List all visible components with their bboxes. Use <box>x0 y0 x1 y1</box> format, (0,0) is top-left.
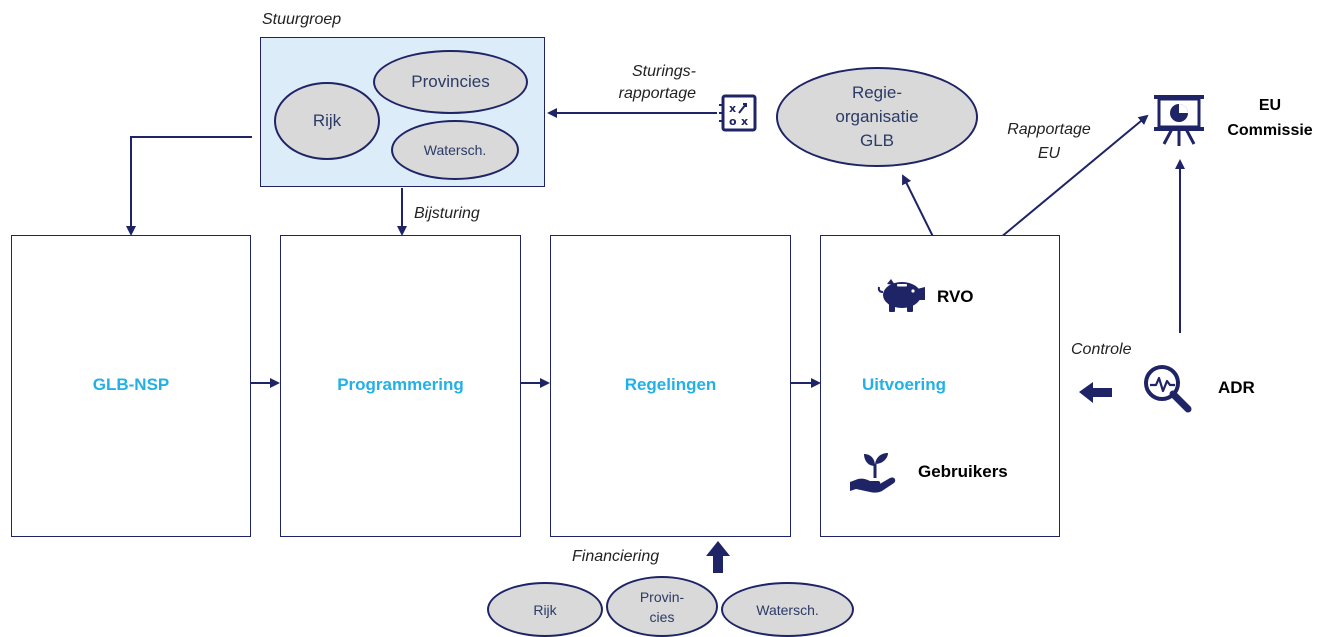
rapportage-line2: EU <box>1037 145 1061 162</box>
eu-commissie-label: EU Commissie <box>1220 93 1320 143</box>
eu-line2: Commissie <box>1227 122 1313 139</box>
steering-to-glbnsp-arrow <box>126 136 252 236</box>
controle-block-arrow <box>1079 382 1112 403</box>
process-box-programmering: Programmering <box>280 235 521 537</box>
piggy-bank-icon <box>877 278 929 314</box>
regie-line1: Regie- <box>851 83 903 102</box>
process-title-uitvoering: Uitvoering <box>861 375 947 394</box>
steering-group-box: Rijk Provincies Watersch. <box>260 37 545 187</box>
sturingsrapportage-line2: rapportage <box>618 85 696 102</box>
financiering-label: Financiering <box>572 548 660 565</box>
sturingsrapportage-line1: Sturings- <box>631 63 696 80</box>
rapportage-eu-label: Rapportage EU <box>996 118 1102 166</box>
strategy-board-icon: x o x <box>718 93 760 133</box>
steering-ellipse-provincies: Provincies <box>373 50 528 114</box>
eu-line1: EU <box>1258 97 1282 114</box>
adr-label: ADR <box>1218 378 1255 397</box>
process-box-regelingen: Regelingen <box>550 235 791 537</box>
sturingsrapportage-label: Sturings- rapportage <box>562 61 696 105</box>
process-title-programmering: Programmering <box>337 375 464 394</box>
svg-text:o: o <box>729 115 737 128</box>
presentation-chart-icon <box>1152 92 1206 148</box>
funding-provin-line1: Provin- <box>639 588 685 605</box>
funding-ellipse-rijk: Rijk <box>487 582 603 637</box>
funding-ellipse-watersch: Watersch. <box>721 582 854 637</box>
gebruikers-label: Gebruikers <box>918 462 1008 481</box>
steering-ellipse-rijk: Rijk <box>274 82 380 160</box>
plant-hand-icon <box>848 452 900 494</box>
rvo-label: RVO <box>937 287 974 306</box>
svg-text:x: x <box>729 102 736 115</box>
regie-line3: GLB <box>859 131 895 150</box>
regie-line2: organisatie <box>835 107 919 126</box>
regie-organisatie-ellipse: Regie- organisatie GLB <box>776 67 978 167</box>
bijsturing-label: Bijsturing <box>414 205 480 222</box>
steering-ellipse-watersch: Watersch. <box>391 120 519 180</box>
funding-ellipse-provincies: Provin- cies <box>606 576 718 637</box>
process-title-glb-nsp: GLB-NSP <box>92 375 170 394</box>
magnifier-pulse-icon <box>1142 363 1194 413</box>
controle-label: Controle <box>1071 341 1132 358</box>
financiering-block-arrow <box>706 541 730 573</box>
rapportage-line1: Rapportage <box>1007 121 1091 138</box>
svg-text:x: x <box>741 115 748 128</box>
process-title-regelingen: Regelingen <box>624 375 717 394</box>
funding-provin-line2: cies <box>649 608 675 625</box>
steering-caption: Stuurgroep <box>262 11 342 28</box>
process-box-glb-nsp: GLB-NSP <box>11 235 251 537</box>
